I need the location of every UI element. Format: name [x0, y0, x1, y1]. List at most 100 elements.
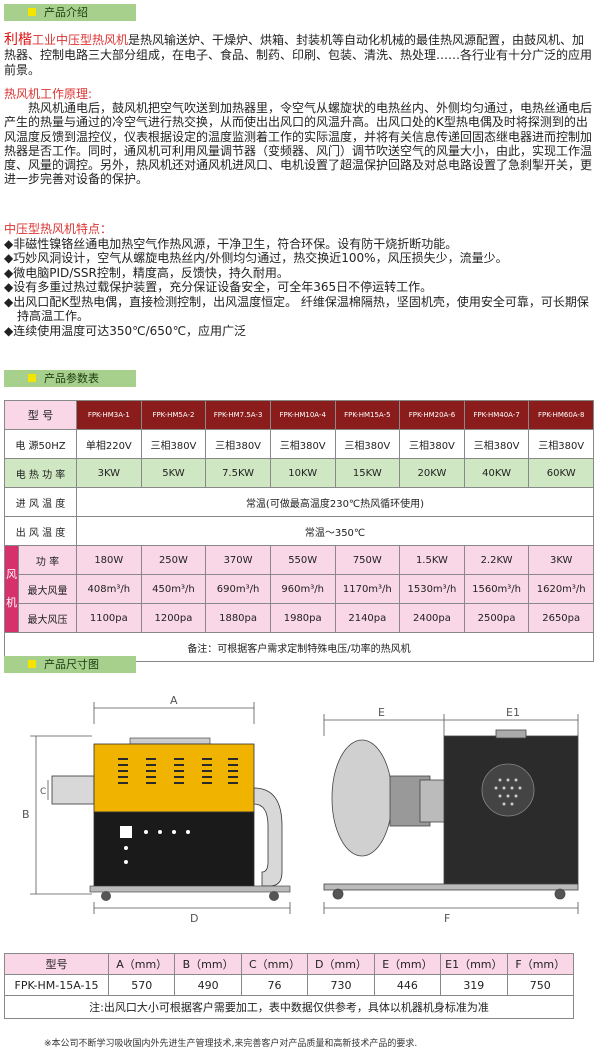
feature-item: ◆设有多重过热过载保护装置，充分保证设备安全，可全年365日不停运转工作。 — [4, 280, 433, 294]
table-cell: 2140pa — [334, 603, 401, 633]
model-cell: FPK-HM15A-5 — [334, 400, 401, 430]
table-cell: 三相380V — [463, 429, 530, 459]
table-cell: 1.5KW — [399, 545, 465, 575]
table-header: 型号 — [4, 953, 109, 975]
table-cell: 490 — [174, 974, 242, 996]
feature-item: ◆连续使用温度可达350℃/650℃，应用广泛 — [4, 323, 247, 338]
heater-front-view — [51, 737, 291, 901]
table-cell: 730 — [307, 974, 375, 996]
dim-label-c: C — [40, 787, 46, 797]
table-cell: 2650pa — [528, 603, 594, 633]
dim-label-f: F — [444, 912, 450, 925]
table-header: F（mm） — [506, 953, 575, 975]
table-cell: 180W — [76, 545, 142, 575]
table-cell: 2400pa — [399, 603, 465, 633]
table-row: 型号 A（mm） B（mm） C（mm） D（mm） E（mm） E1（mm） … — [4, 953, 575, 975]
feature-item: ◆微电脑PID/SSR控制，精度高，反馈快，持久耐用。 — [4, 265, 289, 280]
table-row: 进 风 温 度 常温(可做最高温度230℃热风循环使用) — [4, 487, 594, 517]
table-cell: 76 — [240, 974, 309, 996]
fan-power-label: 功 率 — [18, 545, 77, 575]
table-cell: 三相380V — [399, 429, 465, 459]
table-cell: 三相380V — [205, 429, 271, 459]
model-cell: FPK-HM3A-1 — [76, 400, 142, 430]
principle-heading: 热风机工作原理: — [4, 87, 93, 101]
airflow-label: 最大风量 — [18, 574, 77, 604]
table-header: B（mm） — [174, 953, 242, 975]
model-cell: FPK-HM7.5A-3 — [205, 400, 271, 430]
table-cell: 570 — [107, 974, 176, 996]
table-cell: 1170m³/h — [334, 574, 401, 604]
dim-label-e: E — [378, 706, 385, 719]
table-cell: FPK-HM-15A-15 — [4, 974, 109, 996]
table-header: E（mm） — [373, 953, 442, 975]
table-row: 电 源50HZ 单相220V 三相380V 三相380V 三相380V 三相38… — [4, 429, 594, 459]
table-cell: 408m³/h — [76, 574, 142, 604]
table-cell: 370W — [205, 545, 271, 575]
outlet-value: 常温～350℃ — [76, 516, 594, 546]
dimension-diagram: A B C D E E1 F — [22, 694, 579, 925]
volt-label: 电 源50HZ — [4, 429, 77, 459]
section-title: 产品参数表 — [44, 372, 99, 385]
fan-side-text: 风机 — [6, 568, 17, 609]
table-cell: 450m³/h — [140, 574, 207, 604]
table-cell: 三相380V — [528, 429, 594, 459]
table-cell: 20KW — [399, 458, 465, 488]
table-cell: 1530m³/h — [399, 574, 465, 604]
model-cell: FPK-HM10A-4 — [269, 400, 336, 430]
table-header: A（mm） — [107, 953, 176, 975]
table-cell: 三相380V — [334, 429, 401, 459]
table-cell: 1880pa — [205, 603, 271, 633]
table-row: 最大风量 408m³/h 450m³/h 690m³/h 960m³/h 117… — [5, 574, 594, 604]
feature-item: ◆巧妙风洞设计，空气从螺旋电热丝内/外侧均匀通过，热交换近100%，风压损失少，… — [4, 251, 508, 265]
table-cell: 7.5KW — [205, 458, 271, 488]
table-cell: 2500pa — [463, 603, 530, 633]
table-row: 风机 功 率 180W 250W 370W 550W 750W 1.5KW 2.… — [4, 545, 594, 633]
principle-text: 热风机通电后，鼓风机把空气吹送到加热器里，令空气从螺旋状的电热丝内、外侧均匀通过… — [4, 101, 593, 187]
footer-note: ※本公司不断学习吸收国内外先进生产管理技术,来完善客户对产品质量和高新技术产品的… — [44, 1039, 418, 1049]
product-name: 工业中压型热风机 — [32, 33, 129, 47]
table-cell: 2.2KW — [463, 545, 530, 575]
heater-side-view — [323, 729, 579, 900]
table-row: 出 风 温 度 常温～350℃ — [4, 516, 594, 546]
table-cell: 750 — [506, 974, 575, 996]
section-header-intro: 产品介绍 — [4, 4, 136, 21]
section-header-params: 产品参数表 — [4, 370, 136, 387]
table-cell: 10KW — [269, 458, 336, 488]
features-heading: 中压型热风机特点： — [4, 222, 113, 236]
table-cell: 250W — [140, 545, 207, 575]
section-title: 产品尺寸图 — [44, 658, 99, 671]
table-cell: 5KW — [140, 458, 207, 488]
table-cell: 1100pa — [76, 603, 142, 633]
dim-label-a: A — [170, 694, 178, 707]
table-cell: 三相380V — [140, 429, 207, 459]
table-header: D（mm） — [307, 953, 375, 975]
table-cell: 60KW — [528, 458, 594, 488]
table-header: E1（mm） — [440, 953, 508, 975]
table-cell: 750W — [334, 545, 401, 575]
yellow-square-icon — [28, 8, 36, 16]
dim-label-e1: E1 — [506, 706, 520, 719]
table-cell: 690m³/h — [205, 574, 271, 604]
table-row: FPK-HM-15A-15 570 490 76 730 446 319 750 — [4, 974, 575, 996]
table-cell: 446 — [373, 974, 442, 996]
principle-block: 热风机工作原理: 热风机通电后，鼓风机把空气吹送到加热器里，令空气从螺旋状的电热… — [4, 87, 594, 186]
dim-label-d: D — [190, 912, 198, 925]
table-row: 最大风压 1100pa 1200pa 1880pa 1980pa 2140pa … — [5, 603, 594, 633]
table-cell: 960m³/h — [269, 574, 336, 604]
table-cell: 单相220V — [76, 429, 142, 459]
yellow-square-icon — [28, 374, 36, 382]
brand-name: 利楷 — [4, 32, 32, 48]
table-cell: 1560m³/h — [463, 574, 530, 604]
table-cell: 15KW — [334, 458, 401, 488]
features-block: 中压型热风机特点： ◆非磁性镍铬丝通电加热空气作热风源，干净卫生，符合环保。设有… — [4, 222, 596, 338]
table-cell: 三相380V — [269, 429, 336, 459]
feature-item: ◆出风口配K型热电偶，直接检测控制，出风温度恒定。 纤维保温棉隔热，坚固机壳，使… — [4, 294, 589, 324]
section-header-dims: 产品尺寸图 — [4, 656, 136, 673]
inlet-value: 常温(可做最高温度230℃热风循环使用) — [76, 487, 594, 517]
intro-text: 是热风输送炉、干燥炉、烘箱、封装机等自动化机械的最佳热风源配置，由鼓风机、加热器… — [4, 33, 593, 77]
dim-label-b: B — [22, 808, 30, 821]
model-cell: FPK-HM20A-6 — [399, 400, 465, 430]
intro-paragraph: 利楷工业中压型热风机是热风输送炉、干燥炉、烘箱、封装机等自动化机械的最佳热风源配… — [4, 33, 594, 78]
table-cell: 550W — [269, 545, 336, 575]
table-cell: 3KW — [528, 545, 594, 575]
